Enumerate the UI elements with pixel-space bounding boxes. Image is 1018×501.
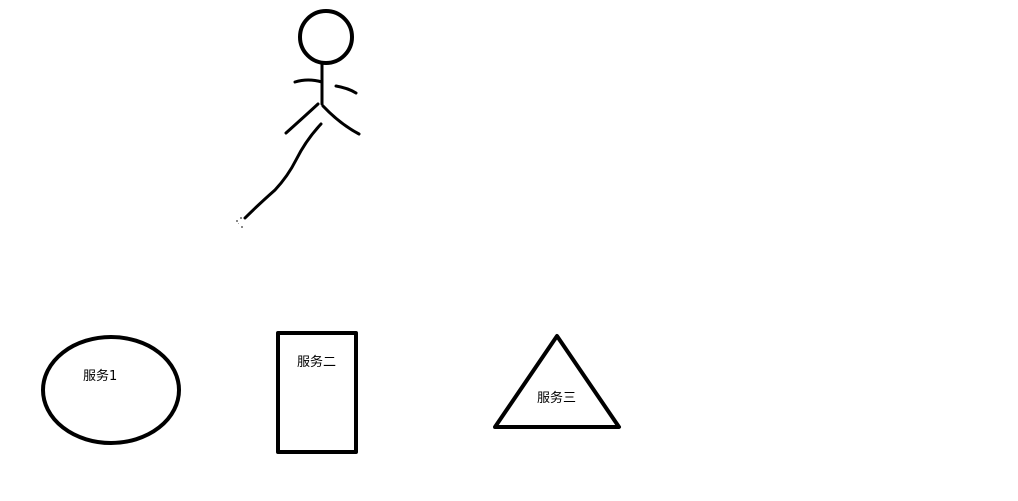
stick-figure-trail-dots [236, 217, 243, 228]
stick-figure-trail-line [243, 122, 323, 220]
stick-figure-head [298, 9, 354, 65]
stick-figure-left-leg [284, 102, 320, 135]
service-three-label: 服务三 [537, 390, 576, 406]
service-two-rectangle [276, 331, 358, 454]
service-one-label: 服务1 [83, 368, 117, 384]
stick-figure [236, 9, 361, 228]
service-one-ellipse [41, 335, 181, 445]
stick-figure-right-arm [334, 84, 358, 95]
node-service-two: 服务二 [276, 331, 358, 454]
stick-figure-right-leg [321, 104, 361, 136]
node-service-three: 服务三 [493, 334, 621, 429]
service-three-triangle [493, 334, 621, 429]
service-two-label: 服务二 [297, 354, 336, 370]
stick-figure-left-arm [293, 78, 324, 84]
node-service-one: 服务1 [41, 335, 181, 445]
